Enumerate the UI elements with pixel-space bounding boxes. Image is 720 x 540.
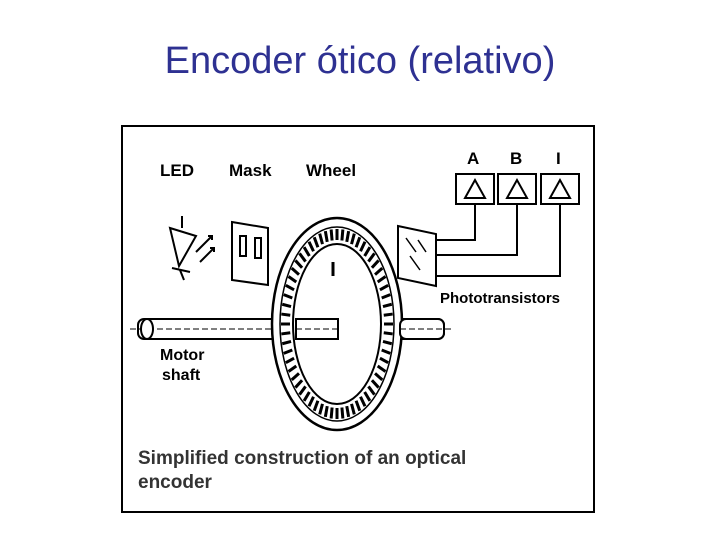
wheel-slot (281, 302, 292, 308)
wheel-slot (285, 356, 295, 364)
wheel-slot (312, 236, 320, 248)
wheel-slot (281, 312, 291, 317)
figure-caption-line1: Simplified construction of an optical (138, 448, 466, 469)
wheel-slot (294, 259, 304, 269)
wheel-slot (318, 403, 324, 415)
wheel-slot (329, 229, 334, 241)
wheel-slot (323, 405, 329, 418)
wheel-slot (281, 340, 292, 346)
led-label: LED (160, 161, 194, 180)
wheel-slot (374, 267, 384, 276)
wheel-slot (350, 233, 356, 245)
wheel-slot (307, 241, 315, 252)
wheel-slot (382, 302, 393, 308)
signal-wires (436, 204, 561, 277)
motor-label: Motor (160, 347, 204, 364)
wheel-slot (307, 396, 315, 407)
wheel-slot (379, 284, 389, 292)
wheel-slot (329, 407, 334, 419)
shaft-end (140, 318, 154, 340)
shaft-label: shaft (162, 367, 201, 384)
wheel-slot (381, 348, 391, 355)
wheel-slot (287, 275, 298, 284)
wheel-slot (374, 372, 384, 381)
wheel-slot (359, 396, 367, 407)
wheel-slot (367, 385, 376, 396)
wheel-slot (383, 312, 393, 317)
wheel-slot (287, 364, 298, 373)
wheel-slot (359, 241, 367, 252)
figure-caption-line2: encoder (138, 472, 213, 493)
wheel-slot (383, 331, 393, 336)
wheel-slot (323, 230, 329, 243)
channel-b-label: B (510, 149, 522, 168)
wheel-slot (318, 233, 324, 245)
wheel-slot (340, 229, 345, 241)
wheel-slot (285, 284, 295, 292)
wheel-slot (367, 252, 376, 263)
wheel-slot (281, 331, 291, 336)
wheel-slot (350, 403, 356, 415)
wheel-slot (302, 391, 311, 402)
wheel-slot (298, 385, 307, 396)
channel-a-label: A (467, 149, 479, 168)
wheel-slot (370, 379, 380, 389)
wheel-slot (370, 259, 380, 269)
wheel-slot (298, 252, 307, 263)
mask-label: Mask (229, 161, 272, 180)
phototransistors-label: Phototransistors (440, 290, 560, 307)
wheel-slots (281, 229, 393, 419)
mask-icon (231, 220, 269, 287)
wheel-slot (294, 379, 304, 389)
wheel-slot (354, 236, 362, 248)
wheel-slot (382, 340, 393, 346)
wheel-slot (283, 293, 293, 300)
wheel-label: Wheel (306, 161, 356, 180)
wheel-slot (290, 372, 300, 381)
wheel-slot (283, 348, 293, 355)
led-icon (168, 216, 215, 281)
slide-title: Encoder ótico (relativo) (164, 40, 556, 82)
wheel-slot (312, 400, 320, 412)
wheel-slot (290, 267, 300, 276)
phototransistor-b-icon (497, 173, 537, 205)
wheel-slot (376, 364, 387, 373)
channel-i-label: I (556, 149, 561, 168)
phototransistor-panel (397, 224, 437, 288)
wheel-slot (363, 246, 372, 257)
wheel-slot (354, 400, 362, 412)
wheel-slot (379, 356, 389, 364)
wheel-slot (345, 230, 351, 243)
wheel-slot (376, 275, 387, 284)
phototransistor-i-icon (540, 173, 580, 205)
wheel-slot (302, 246, 311, 257)
wheel-slot (345, 405, 351, 418)
wheel-slot (340, 407, 345, 419)
wheel-slot (381, 293, 391, 300)
wheel-slot (363, 391, 372, 402)
phototransistor-a-icon (455, 173, 495, 205)
